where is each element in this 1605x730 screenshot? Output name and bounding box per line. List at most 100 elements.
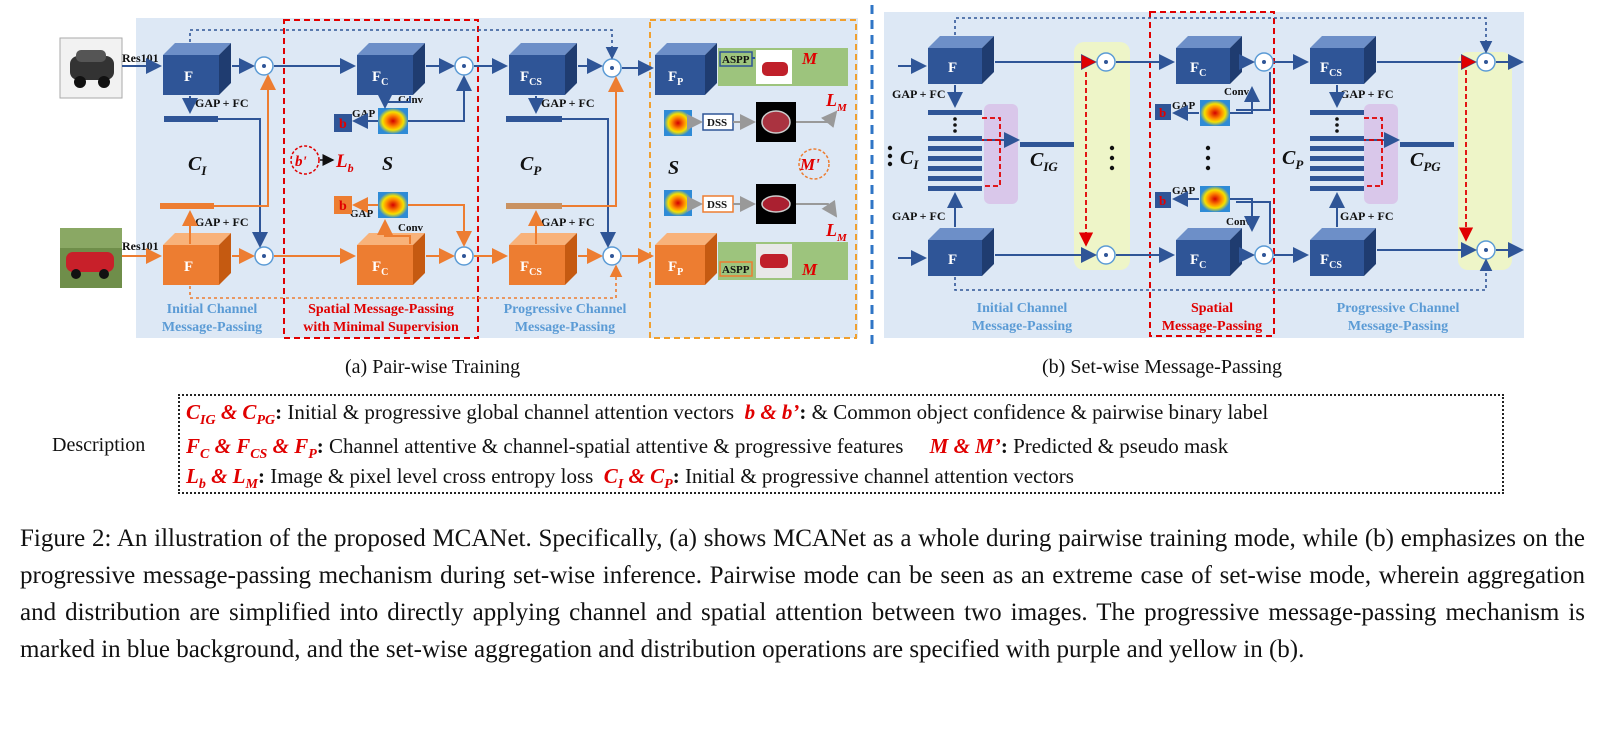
feature-fc-bottom-b: FC <box>1176 228 1242 276</box>
label-s-a2: S <box>668 157 679 179</box>
svg-text:FC: FC <box>1190 60 1206 79</box>
svg-text:F: F <box>948 60 957 76</box>
b-label-blue-a: b <box>339 117 347 132</box>
m-prime-circle <box>798 148 830 180</box>
gap-label-a-1: GAP <box>352 108 376 120</box>
feature-fc-bottom: FC <box>357 233 425 285</box>
b-prime-label: b' <box>295 154 307 170</box>
architecture-figure: Res101 Res101 F F FC FC FCS FCS <box>59 5 1524 344</box>
label-ci-a: CI <box>188 153 207 178</box>
dotted-skip-bottom-a <box>189 264 623 299</box>
m-label-top: M <box>801 49 818 68</box>
vector-stack-ci <box>928 110 982 191</box>
b-box-b-top <box>1155 104 1171 120</box>
dotted-skip-bottom-b <box>954 258 1493 291</box>
gap-fc-label-a-4: GAP + FC <box>541 215 595 229</box>
b-label-b-top: b <box>1159 105 1166 120</box>
section-label-a3-line1: Progressive Channel <box>504 302 627 317</box>
section-label-b2-line1: Spatial <box>1191 301 1233 316</box>
gap-fc-label-b-2: GAP + FC <box>892 209 946 223</box>
section-label-b1-line2: Message-Passing <box>972 319 1072 334</box>
aspp-label-top: ASPP <box>722 54 750 66</box>
dss-label-top: DSS <box>707 117 727 129</box>
input-image-car-top <box>59 37 123 99</box>
feature-fcs-top-b: FCS <box>1310 36 1376 84</box>
vector-ci-top <box>164 116 218 122</box>
gap-fc-label-a-1: GAP + FC <box>195 96 249 110</box>
section-label-b3-line2: Message-Passing <box>1348 319 1448 334</box>
svg-text:FC: FC <box>372 69 388 88</box>
flow-arrows-b <box>898 54 1524 266</box>
vector-ci-bottom <box>160 203 214 209</box>
figure-caption: Figure 2: An illustration of the propose… <box>20 525 1585 663</box>
dotted-skip-top-b <box>954 17 1493 54</box>
flow-arrows-orange-a <box>122 74 654 264</box>
description-line-1: CIG & CPG: Initial & progressive global … <box>186 400 1269 429</box>
svg-text:F: F <box>184 69 193 85</box>
heatmap-a-top <box>378 108 408 134</box>
gap-fc-label-a-3: GAP + FC <box>541 96 595 110</box>
section-label-a1-line2: Message-Passing <box>162 320 262 335</box>
output-section-frame <box>649 19 857 339</box>
heatmap-output-bottom <box>664 190 692 216</box>
svg-text:FP: FP <box>668 69 683 88</box>
heatmap-b-top <box>1200 100 1230 126</box>
label-ci-b: CI <box>900 147 919 172</box>
feature-fc-top-b: FC <box>1176 36 1242 84</box>
heatmap-a-bottom <box>378 192 408 218</box>
feature-f-top-b: F <box>928 36 994 84</box>
m-label-bottom: M <box>801 260 818 279</box>
b-prime-circle <box>290 145 320 175</box>
feature-fcs-top: FCS <box>509 43 577 95</box>
spatial-section-frame-b <box>1149 11 1275 337</box>
svg-text:FCS: FCS <box>520 259 542 278</box>
conv-label-b-2: Conv <box>1226 216 1252 228</box>
svg-text:FP: FP <box>668 259 683 278</box>
feature-f-top: F <box>163 43 231 95</box>
vector-cp-bottom <box>506 203 562 209</box>
input-image-car-bottom <box>60 228 122 288</box>
label-cig: CIG <box>1030 149 1058 174</box>
label-cp-a: CP <box>520 153 542 178</box>
flow-arrows-blue-a <box>122 58 654 248</box>
section-label-a3-line2: Message-Passing <box>515 320 615 335</box>
backbone-label-bottom: Res101 <box>122 239 159 253</box>
gap-fc-label-b-1: GAP + FC <box>892 87 946 101</box>
backbone-label-top: Res101 <box>122 51 159 65</box>
label-s-a1: S <box>382 153 393 175</box>
description-box: CIG & CPG: Initial & progressive global … <box>178 394 1504 494</box>
section-label-a1-line1: Initial Channel <box>167 302 258 317</box>
section-label-a2-line1: Spatial Message-Passing <box>308 302 454 317</box>
svg-text:FCS: FCS <box>1320 252 1342 271</box>
svg-text:FCS: FCS <box>1320 60 1342 79</box>
feature-f-bottom-b: F <box>928 228 994 276</box>
b-box-b-bottom <box>1155 192 1171 208</box>
heatmap-output-top <box>664 110 692 136</box>
feature-fp-bottom: FP <box>655 233 717 285</box>
b-label-orange-a: b <box>339 199 347 214</box>
b-box-blue-a <box>334 114 352 132</box>
m-prime-label: M' <box>799 155 820 174</box>
section-label-b2-line2: Message-Passing <box>1162 319 1262 334</box>
vector-cig <box>1020 142 1074 147</box>
section-label-b3-line1: Progressive Channel <box>1337 301 1460 316</box>
description-label: Description <box>52 434 146 456</box>
conv-label-a-2: Conv <box>398 222 424 234</box>
vector-cpg <box>1400 142 1454 147</box>
label-cpg: CPG <box>1410 149 1441 174</box>
label-cp-b: CP <box>1282 147 1304 172</box>
loss-lm-bottom: LM <box>825 220 848 244</box>
aggregation-paths-red <box>982 54 1476 247</box>
description-line-2: FC & FCS & FP: Channel attentive & chann… <box>186 434 1229 463</box>
gap-fc-label-b-4: GAP + FC <box>1340 209 1394 223</box>
gap-fc-label-b-3: GAP + FC <box>1340 87 1394 101</box>
gap-label-b-1: GAP <box>1172 100 1196 112</box>
subcaption-b: (b) Set-wise Message-Passing <box>1042 356 1282 378</box>
dotted-skip-top-a <box>189 29 619 60</box>
aspp-label-bottom: ASPP <box>722 264 750 276</box>
gap-label-a-2: GAP <box>350 208 374 220</box>
dss-label-bottom: DSS <box>707 199 727 211</box>
feature-fcs-bottom-b: FCS <box>1310 228 1376 276</box>
svg-text:FC: FC <box>372 259 388 278</box>
gap-label-b-2: GAP <box>1172 185 1196 197</box>
